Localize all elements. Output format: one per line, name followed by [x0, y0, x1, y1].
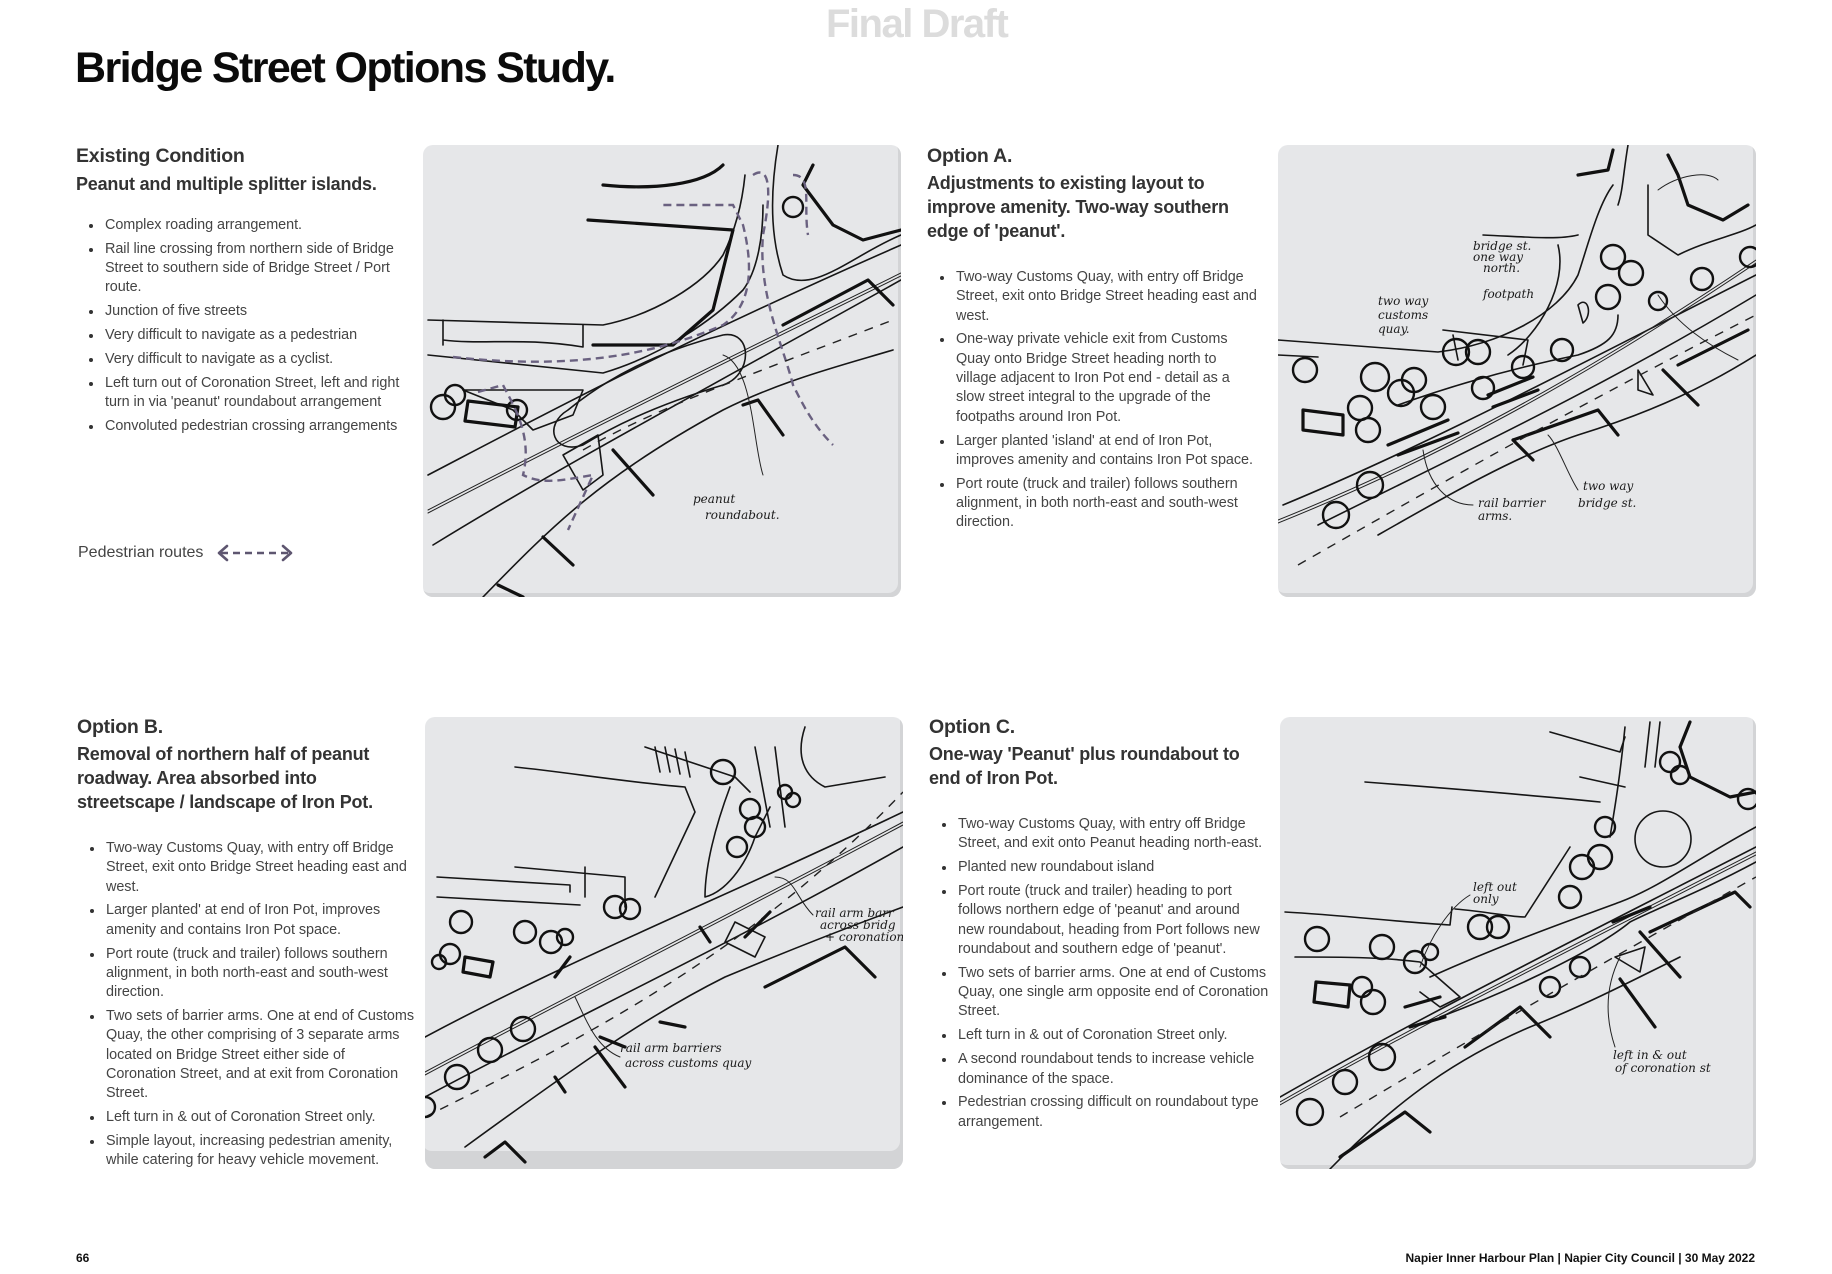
list-item: Left turn out of Coronation Street, left… — [89, 374, 406, 413]
existing-condition-sketch: peanut roundabout. — [423, 145, 901, 597]
option-a-text: Option A. Adjustments to existing layout… — [927, 143, 1257, 537]
list-item: Larger planted 'island' at end of Iron P… — [940, 432, 1257, 471]
section-title: Option A. — [927, 145, 1013, 167]
list-item: Rail line crossing from northern side of… — [89, 240, 406, 298]
list-item: Two sets of barrier arms. One at end of … — [942, 964, 1269, 1022]
section-subtitle: One-way 'Peanut' plus roundabout to end … — [929, 744, 1240, 788]
option-b-text: Option B. Removal of northern half of pe… — [77, 714, 417, 1175]
option-c-text: Option C. One-way 'Peanut' plus roundabo… — [929, 714, 1269, 1137]
svg-text:+ coronation: + coronation — [825, 930, 903, 944]
option-b-sketch: rail arm barriers across customs quay ra… — [425, 717, 903, 1169]
svg-text:left in & out: left in & out — [1613, 1048, 1687, 1062]
bullet-list: Complex roading arrangement. Rail line c… — [76, 216, 406, 437]
dashed-double-arrow-icon — [218, 544, 293, 562]
svg-text:one way: one way — [1473, 250, 1523, 264]
svg-text:two way: two way — [1378, 294, 1429, 308]
svg-text:customs: customs — [1378, 308, 1428, 322]
list-item: Left turn in & out of Coronation Street … — [90, 1108, 417, 1127]
svg-text:north.: north. — [1483, 261, 1520, 275]
list-item: Larger planted' at end of Iron Pot, impr… — [90, 901, 417, 940]
svg-text:arms.: arms. — [1478, 509, 1512, 523]
list-item: Convoluted pedestrian crossing arrangeme… — [89, 417, 406, 436]
list-item: Planted new roundabout island — [942, 858, 1269, 877]
list-item: Two-way Customs Quay, with entry off Bri… — [940, 268, 1257, 326]
list-item: Two-way Customs Quay, with entry off Bri… — [90, 839, 417, 897]
section-subtitle: Removal of northern half of peanut roadw… — [77, 744, 373, 812]
svg-text:rail arm barriers: rail arm barriers — [620, 1041, 722, 1055]
list-item: Complex roading arrangement. — [89, 216, 406, 235]
list-item: Simple layout, increasing pedestrian ame… — [90, 1132, 417, 1171]
bullet-list: Two-way Customs Quay, with entry off Bri… — [929, 815, 1269, 1132]
bullet-list: Two-way Customs Quay, with entry off Bri… — [927, 268, 1257, 533]
list-item: Junction of five streets — [89, 302, 406, 321]
section-subtitle: Adjustments to existing layout to improv… — [927, 173, 1229, 241]
svg-text:rail barrier: rail barrier — [1478, 496, 1547, 510]
svg-text:roundabout.: roundabout. — [705, 508, 780, 522]
legend-pedestrian-routes: Pedestrian routes — [78, 543, 293, 563]
list-item: Pedestrian crossing difficult on roundab… — [942, 1093, 1269, 1132]
option-c-sketch: left out only left in & out of coronatio… — [1280, 717, 1756, 1169]
svg-text:across customs quay: across customs quay — [625, 1056, 752, 1070]
option-a-sketch: two way customs quay. bridge st. one way… — [1278, 145, 1756, 597]
svg-text:quay.: quay. — [1378, 322, 1410, 336]
svg-text:left out: left out — [1473, 880, 1517, 894]
svg-text:of coronation st: of coronation st — [1615, 1061, 1711, 1075]
final-draft-watermark: Final Draft — [826, 2, 1009, 46]
list-item: Port route (truck and trailer) follows s… — [90, 945, 417, 1003]
list-item: Very difficult to navigate as a pedestri… — [89, 326, 406, 345]
svg-text:peanut: peanut — [693, 492, 735, 506]
list-item: A second roundabout tends to increase ve… — [942, 1050, 1269, 1089]
svg-text:bridge st.: bridge st. — [1578, 496, 1636, 510]
list-item: Left turn in & out of Coronation Street … — [942, 1026, 1269, 1045]
list-item: Two sets of barrier arms. One at end of … — [90, 1007, 417, 1103]
svg-text:footpath: footpath — [1482, 287, 1534, 301]
section-title: Option C. — [929, 716, 1015, 738]
section-title: Existing Condition — [76, 145, 245, 167]
footer-meta: Napier Inner Harbour Plan | Napier City … — [1405, 1251, 1756, 1265]
list-item: Port route (truck and trailer) heading t… — [942, 882, 1269, 959]
svg-text:bridge st.: bridge st. — [1473, 239, 1531, 253]
legend-label: Pedestrian routes — [78, 544, 204, 561]
svg-text:two way: two way — [1583, 479, 1634, 493]
section-title: Option B. — [77, 716, 163, 738]
list-item: Port route (truck and trailer) follows s… — [940, 475, 1257, 533]
section-subtitle: Peanut and multiple splitter islands. — [76, 174, 377, 194]
list-item: Very difficult to navigate as a cyclist. — [89, 350, 406, 369]
svg-text:only: only — [1473, 892, 1499, 906]
list-item: One-way private vehicle exit from Custom… — [940, 330, 1257, 426]
page-number: 66 — [76, 1251, 90, 1265]
page-title: Bridge Street Options Study. — [75, 44, 616, 92]
svg-text:rail arm barr: rail arm barr — [815, 906, 895, 920]
list-item: Two-way Customs Quay, with entry off Bri… — [942, 815, 1269, 854]
bullet-list: Two-way Customs Quay, with entry off Bri… — [77, 839, 417, 1171]
svg-text:across bridg: across bridg — [820, 918, 896, 932]
existing-condition-text: Existing Condition Peanut and multiple s… — [76, 143, 406, 441]
